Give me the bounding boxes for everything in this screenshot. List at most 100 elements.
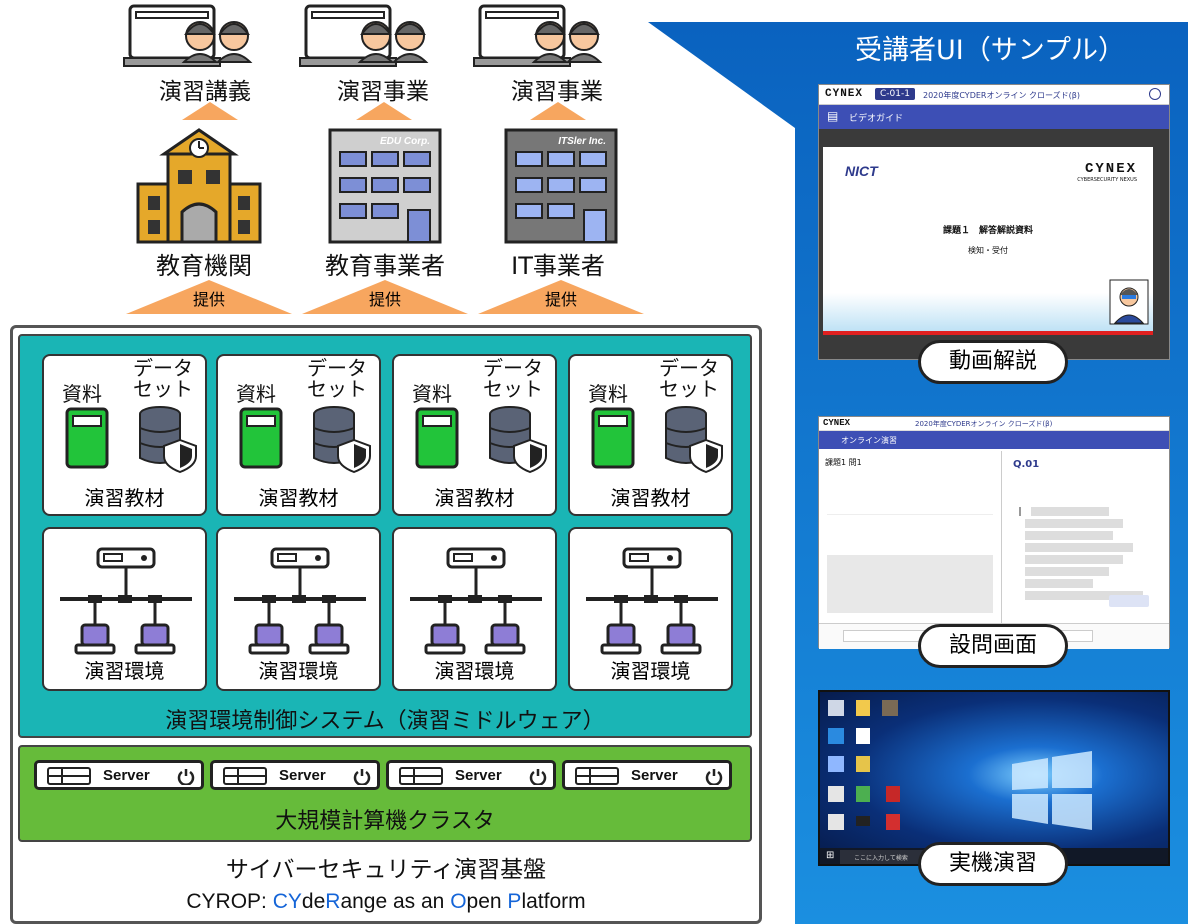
desktop-icon[interactable] [828,700,844,716]
quiz-left-pane [827,471,993,621]
server-unit: Server [34,760,204,790]
materials-caption: 演習教材 [258,486,339,510]
company-label: ITSler Inc. [558,136,606,147]
server-label: Server [279,767,326,784]
environment-card: 演習環境 [568,527,733,691]
database-shield-icon [313,406,371,474]
desktop-icon[interactable] [882,700,898,716]
dataset-label: データセット [483,356,543,401]
network-topology-icon [60,547,192,655]
up-arrow-icon [182,102,238,120]
document-icon [591,407,635,469]
slide-subtitle: 検知・受付 [968,246,1008,255]
environment-caption: 演習環境 [258,659,339,683]
desktop-pill: 実機演習 [918,842,1068,886]
monitor-users-icon [123,4,253,67]
materials-caption: 演習教材 [610,486,691,510]
environment-card: 演習環境 [216,527,381,691]
role-label: 演習事業 [511,79,603,105]
server-label: Server [455,767,502,784]
materials-caption: 演習教材 [84,486,165,510]
power-icon [705,769,723,785]
material-label: 資料 [412,382,452,406]
video-slide: NICT CYNEX CYBERSECURITY NEXUS 課題１ 解答解説資… [823,147,1153,331]
cluster-label: 大規模計算機クラスタ [275,809,495,834]
document-icon [415,407,459,469]
database-shield-icon [665,406,723,474]
provide-arrow [126,280,292,314]
server-rack-icon [47,767,91,785]
network-topology-icon [234,547,366,655]
start-icon[interactable]: ⊞ [826,850,835,861]
presenter-avatar [1109,279,1149,325]
quiz-pill: 設問画面 [918,624,1068,668]
desktop-icon[interactable] [856,728,870,744]
question-number: Q.01 [1013,459,1040,470]
wave-decoration [823,293,1153,331]
environment-caption: 演習環境 [434,659,515,683]
server-unit: Server [562,760,732,790]
video-progress[interactable] [823,331,1153,335]
environment-card: 演習環境 [42,527,207,691]
materials-caption: 演習教材 [434,486,515,510]
power-icon [529,769,547,785]
desktop-icon[interactable] [856,816,870,826]
video-navbar: ▤ ビデオガイド [819,105,1169,129]
desktop-icon[interactable] [828,756,844,772]
power-icon [177,769,195,785]
choice-list [1013,507,1163,603]
menu-icon[interactable]: ▤ [827,109,839,123]
server-rack-icon [223,767,267,785]
office-building-icon: EDU Corp. [328,128,442,244]
monitor-users-icon [299,4,429,67]
environment-caption: 演習環境 [610,659,691,683]
desktop-icon[interactable] [886,814,900,830]
quiz-screenshot: CYNEX 2020年度CYDERオンライン クローズド(β) オンライン演習 … [818,416,1170,649]
middleware-label: 演習環境制御システム（演習ミドルウェア） [165,709,605,734]
material-label: 資料 [236,382,276,406]
desktop-icon[interactable] [828,786,844,802]
environment-card: 演習環境 [392,527,557,691]
server-label: Server [631,767,678,784]
provide-label: 提供 [368,290,401,309]
account-icon[interactable] [1149,88,1161,100]
desktop-icon[interactable] [856,700,870,716]
network-topology-icon [586,547,718,655]
material-label: 資料 [62,382,102,406]
server-unit: Server [386,760,556,790]
cynex-logo: CYNEX [1084,161,1137,177]
desktop-icon[interactable] [856,786,870,802]
office-building-icon: ITSler Inc. [504,128,618,244]
org-label: 教育機関 [156,252,252,280]
server-label: Server [103,767,150,784]
provide-arrow [478,280,644,314]
sample-title: 受講者UI（サンプル） [855,35,1125,66]
up-arrow-icon [356,102,412,120]
desktop-icon[interactable] [886,786,900,802]
power-icon [353,769,371,785]
server-unit: Server [210,760,380,790]
dataset-label: データセット [307,356,367,401]
environment-caption: 演習環境 [84,659,165,683]
provide-arrow [302,280,468,314]
video-pill: 動画解説 [918,340,1068,384]
quiz-tab[interactable]: 課題1 問1 [825,458,862,467]
monitor-users-icon [473,4,603,67]
dataset-label: データセット [659,356,719,401]
platform-title: サイバーセキュリティ演習基盤 [225,857,547,883]
desktop-icon[interactable] [856,756,870,772]
document-icon [239,407,283,469]
materials-card: 資料 データセット 演習教材 [568,354,733,516]
server-rack-icon [399,767,443,785]
slide-title: 課題１ 解答解説資料 [942,226,1033,236]
up-arrow-icon [530,102,586,120]
org-label: 教育事業者 [325,252,445,280]
school-building-icon [136,128,262,244]
network-topology-icon [410,547,542,655]
server-rack-icon [575,767,619,785]
role-label: 演習事業 [337,79,429,105]
video-topbar: CYNEX C-01-1 2020年度CYDERオンライン クローズド(β) [819,85,1169,105]
submit-button[interactable] [1109,595,1149,607]
desktop-icon[interactable] [828,814,844,830]
desktop-icon[interactable] [828,728,844,744]
